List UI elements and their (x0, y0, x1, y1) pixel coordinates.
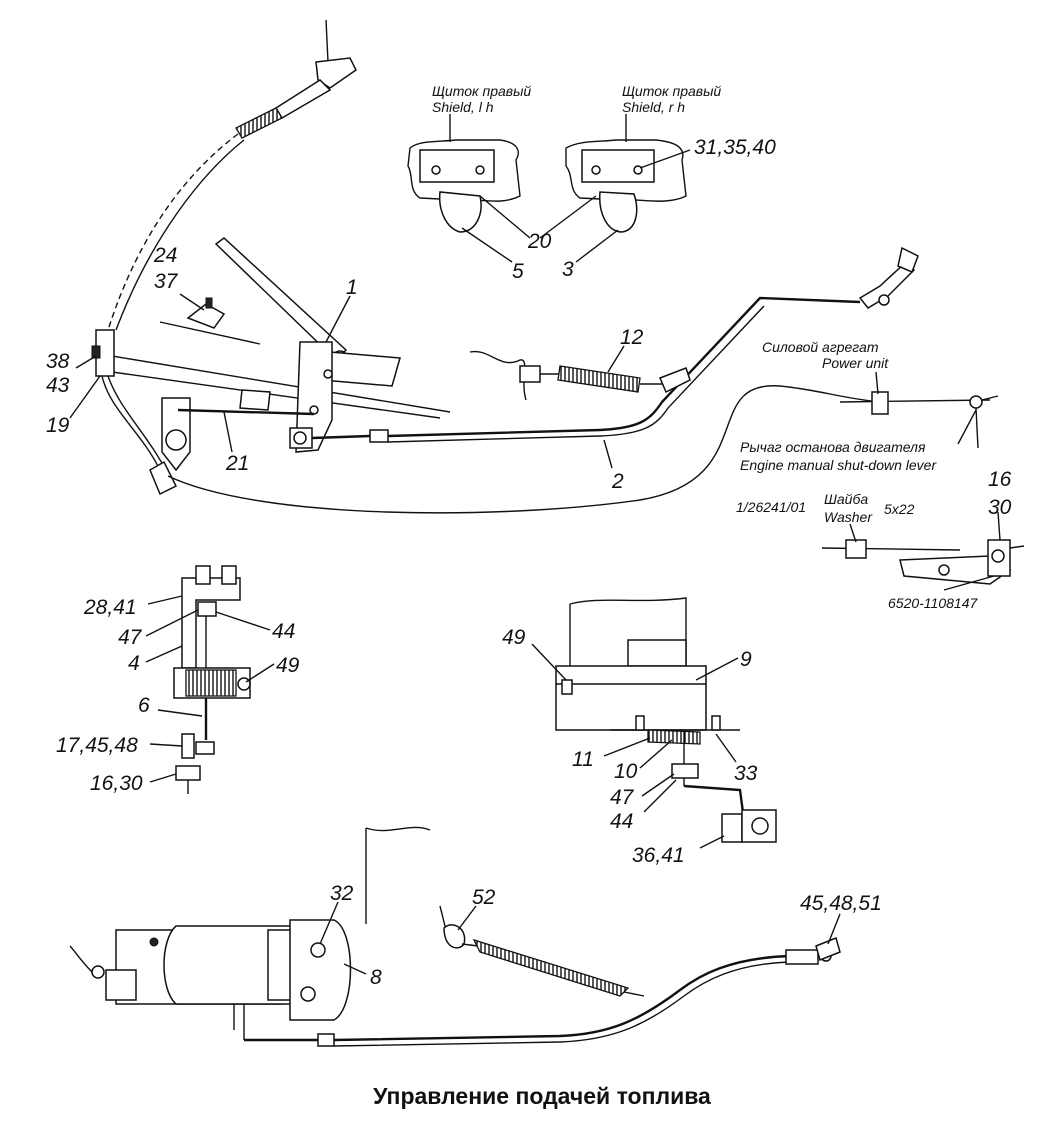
washer-caption-ru: Шайба (824, 491, 868, 507)
callout-4: 4 (128, 652, 140, 675)
callout-16-30: 16,30 (90, 772, 143, 795)
shield-left (407, 139, 521, 233)
shield-right (565, 139, 687, 233)
callout-11: 11 (572, 748, 594, 771)
callout-49b: 49 (502, 626, 526, 649)
shield-left-caption-en: Shield, l h (432, 99, 494, 115)
callout-44a: 44 (272, 620, 295, 643)
power-unit-caption-ru: Силовой агрегат (762, 339, 879, 355)
part-code: 6520-1108147 (888, 595, 978, 611)
callout-6: 6 (138, 694, 150, 717)
callout-45-48-51: 45,48,51 (800, 892, 882, 915)
callout-43: 43 (46, 374, 70, 397)
callout-49a: 49 (276, 654, 300, 677)
bracket-assembly-right (555, 597, 777, 843)
washer-caption-en: Washer (824, 509, 873, 525)
callout-12: 12 (620, 326, 644, 349)
callout-33: 33 (734, 762, 758, 785)
callout-47a: 47 (118, 626, 143, 649)
callout-38: 38 (46, 350, 70, 373)
callout-19: 19 (46, 414, 70, 437)
washer-detail (821, 539, 1025, 585)
callout-24: 24 (153, 244, 177, 267)
callout-32: 32 (330, 882, 354, 905)
power-unit-lever (839, 391, 999, 449)
washer-size: 5x22 (884, 501, 915, 517)
callout-28-41: 28,41 (83, 596, 137, 619)
callout-1: 1 (346, 276, 358, 299)
callout-21: 21 (225, 452, 249, 475)
shield-right-caption-en: Shield, r h (622, 99, 685, 115)
leader-lines (69, 114, 1001, 975)
callout-31-35-40: 31,35,40 (694, 136, 776, 159)
page-title: Управление подачей топлива (373, 1083, 711, 1109)
callout-16a: 16 (988, 468, 1012, 491)
callout-10: 10 (614, 760, 638, 783)
power-unit-caption-en: Power unit (822, 355, 889, 371)
callout-3: 3 (562, 258, 574, 281)
spring-52 (439, 905, 645, 997)
callout-9: 9 (740, 648, 752, 671)
shield-right-caption-ru: Щиток правый (622, 83, 721, 99)
pedal-assembly (91, 19, 881, 514)
spring-12 (469, 350, 691, 401)
cable-2 (311, 246, 919, 443)
bracket-assembly-left (173, 565, 251, 794)
washer-code: 1/26241/01 (736, 499, 806, 515)
actuator-assembly (69, 826, 841, 1047)
callout-8: 8 (370, 966, 382, 989)
callout-37: 37 (154, 270, 179, 293)
callout-47b: 47 (610, 786, 635, 809)
callout-5: 5 (512, 260, 524, 283)
callout-2: 2 (611, 470, 624, 493)
shutdown-caption-en: Engine manual shut-down lever (740, 457, 937, 473)
callout-36-41: 36,41 (632, 844, 685, 867)
shutdown-caption-ru: Рычаг останова двигателя (740, 439, 926, 455)
callout-17-45-48: 17,45,48 (56, 734, 138, 757)
callout-44b: 44 (610, 810, 633, 833)
callout-20: 20 (527, 230, 552, 253)
callout-52: 52 (472, 886, 496, 909)
callout-30a: 30 (988, 496, 1012, 519)
shield-left-caption-ru: Щиток правый (432, 83, 531, 99)
